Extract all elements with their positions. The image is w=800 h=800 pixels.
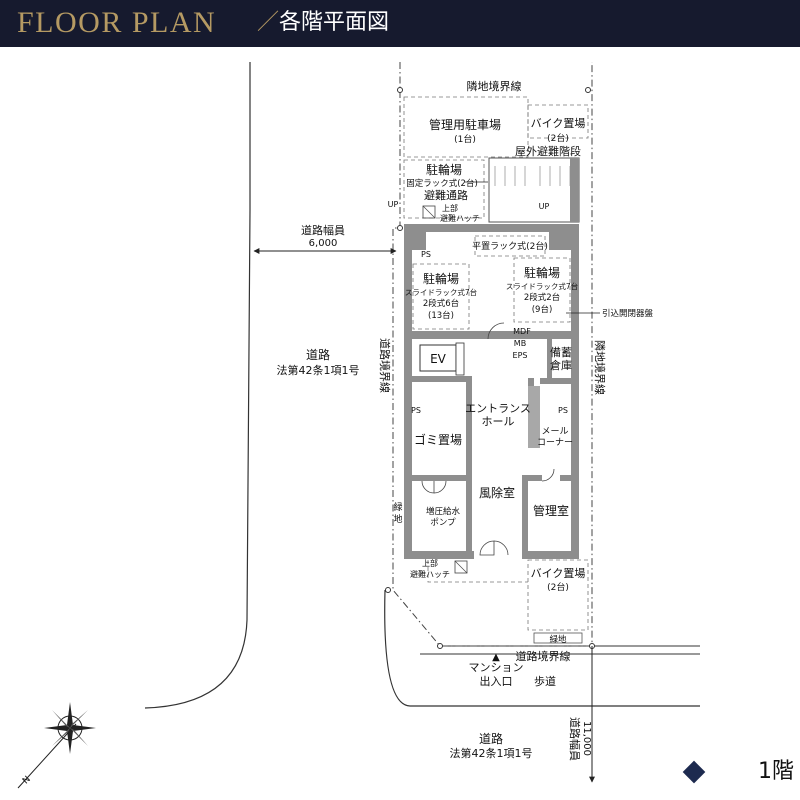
label-storage-2: 倉庫 [550, 358, 572, 372]
label-road-bottom: 道路 [479, 731, 503, 746]
label-management-room: 管理室 [533, 503, 569, 518]
outdoor-stair [488, 157, 580, 223]
label-ps-1: PS [421, 250, 431, 259]
floor-plan-diagram: 隣地境界線 管理用駐車場 (1台) バイク置場 (2台) 屋外避難階段 駐輪場 … [17, 62, 700, 789]
label-mb: MB [514, 339, 526, 348]
label-up-right: UP [539, 202, 550, 211]
label-bike-parking-bottom: バイク置場 [531, 567, 586, 580]
label-green-2: 地 [393, 513, 402, 525]
label-evacuation-path: 避難通路 [424, 188, 468, 202]
label-bicycle-left-type2: 2段式6台 [423, 298, 459, 309]
label-road-boundary-left: 道路境界線 [378, 338, 392, 393]
label-bicycle-left: 駐輪場 [423, 271, 459, 286]
label-garbage-area: ゴミ置場 [414, 432, 462, 447]
label-up-left: UP [388, 200, 399, 209]
title-japanese: ／各階平面図 [257, 8, 389, 38]
label-bicycle-right-count: (9台) [532, 304, 553, 315]
fixed-rack-area [403, 159, 485, 219]
label-road-boundary-bottom: 道路境界線 [516, 649, 571, 663]
label-neighbor-boundary-top: 隣地境界線 [467, 79, 522, 93]
label-upper-hatch-top: 上部 [442, 203, 458, 213]
label-road-width-left-value: 6,000 [309, 238, 338, 249]
label-road-bottom-law: 法第42条1項1号 [450, 746, 533, 760]
label-upper-hatch-bottom: 上部 [422, 558, 438, 568]
label-green-1: 緑 [393, 501, 402, 513]
label-bike-parking-bottom-count: (2台) [547, 581, 569, 593]
label-bicycle-right: 駐輪場 [524, 265, 560, 280]
label-mail-1: メール [541, 427, 568, 437]
entrance-marker: ▲ [492, 652, 500, 663]
label-elevator: EV [430, 352, 447, 366]
label-road-left: 道路 [306, 347, 330, 362]
label-bicycle-right-type: スライドラック式7台 [506, 281, 578, 291]
label-ps-2: PS [411, 406, 421, 415]
label-mdf: MDF [513, 327, 531, 336]
label-bike-parking-top-count: (2台) [547, 132, 569, 144]
green-strip [533, 632, 583, 644]
label-eps: EPS [513, 351, 528, 360]
label-mansion-2: 出入口 [480, 674, 513, 688]
label-road-width-left: 道路幅員 [301, 223, 345, 237]
label-north: N [21, 775, 33, 787]
label-entrance-2: ホール [482, 415, 515, 428]
label-sidewalk: 歩道 [534, 674, 556, 688]
bicycle-rack-right [513, 257, 571, 323]
entrance-approach [427, 560, 528, 583]
label-mansion-1: マンション [469, 661, 524, 674]
title-japanese-text: 各階平面図 [279, 10, 390, 35]
label-storage-1: 備蓄 [550, 346, 572, 359]
label-flat-rack: 平置ラック式(2台) [472, 240, 548, 252]
road-curb-east [384, 589, 700, 707]
bike-parking-top-area [527, 104, 589, 139]
label-green-bottom: 緑地 [549, 634, 567, 645]
label-road-left-law: 法第42条1項1号 [277, 363, 360, 377]
title-bar: FLOOR PLAN ／各階平面図 [0, 0, 800, 47]
label-bike-parking-top: バイク置場 [531, 117, 586, 130]
label-management-parking-count: (1台) [454, 133, 476, 145]
evac-hatch-bottom [454, 560, 468, 574]
bicycle-rack-left [412, 263, 470, 330]
label-bicycle-left-type: スライドラック式7台 [405, 287, 477, 297]
compass-north-arrow [17, 702, 96, 789]
label-bicycle-fixed-type: 固定ラック式(2台) [406, 178, 478, 189]
label-bicycle-right-type2: 2段式2台 [524, 292, 560, 303]
evac-hatch-top [422, 205, 436, 219]
label-upper-hatch-bottom-2: 避難ハッチ [410, 569, 450, 579]
label-road-width-bottom-value: 11,000 [581, 721, 592, 756]
label-bicycle-fixed: 駐輪場 [426, 162, 462, 177]
label-outdoor-stairs: 屋外避難階段 [515, 144, 581, 158]
title-english: FLOOR PLAN [17, 6, 217, 39]
label-windbreak-room: 風除室 [479, 485, 515, 500]
flat-rack-area [474, 235, 546, 257]
label-ps-3: PS [558, 406, 568, 415]
label-road-width-bottom: 道路幅員 [568, 717, 582, 761]
label-entrance-1: エントランス [465, 402, 531, 415]
title-separator: ／ [257, 10, 280, 35]
label-management-parking: 管理用駐車場 [429, 117, 501, 132]
label-recessed-switchboard: 引込開閉器盤 [602, 308, 654, 319]
label-neighbor-boundary-right: 隣地境界線 [593, 340, 607, 395]
label-pump-1: 増圧給水 [426, 506, 461, 517]
floor-label: 1階 [758, 759, 794, 784]
label-pump-2: ポンプ [430, 518, 456, 528]
road-curb-west [144, 62, 251, 709]
label-mail-2: コーナー [537, 437, 573, 448]
bike-parking-bottom-area [527, 559, 589, 631]
label-bicycle-left-count: (13台) [428, 310, 454, 321]
building-walls [404, 224, 579, 559]
label-upper-hatch-top-2: 避難ハッチ [440, 213, 480, 223]
